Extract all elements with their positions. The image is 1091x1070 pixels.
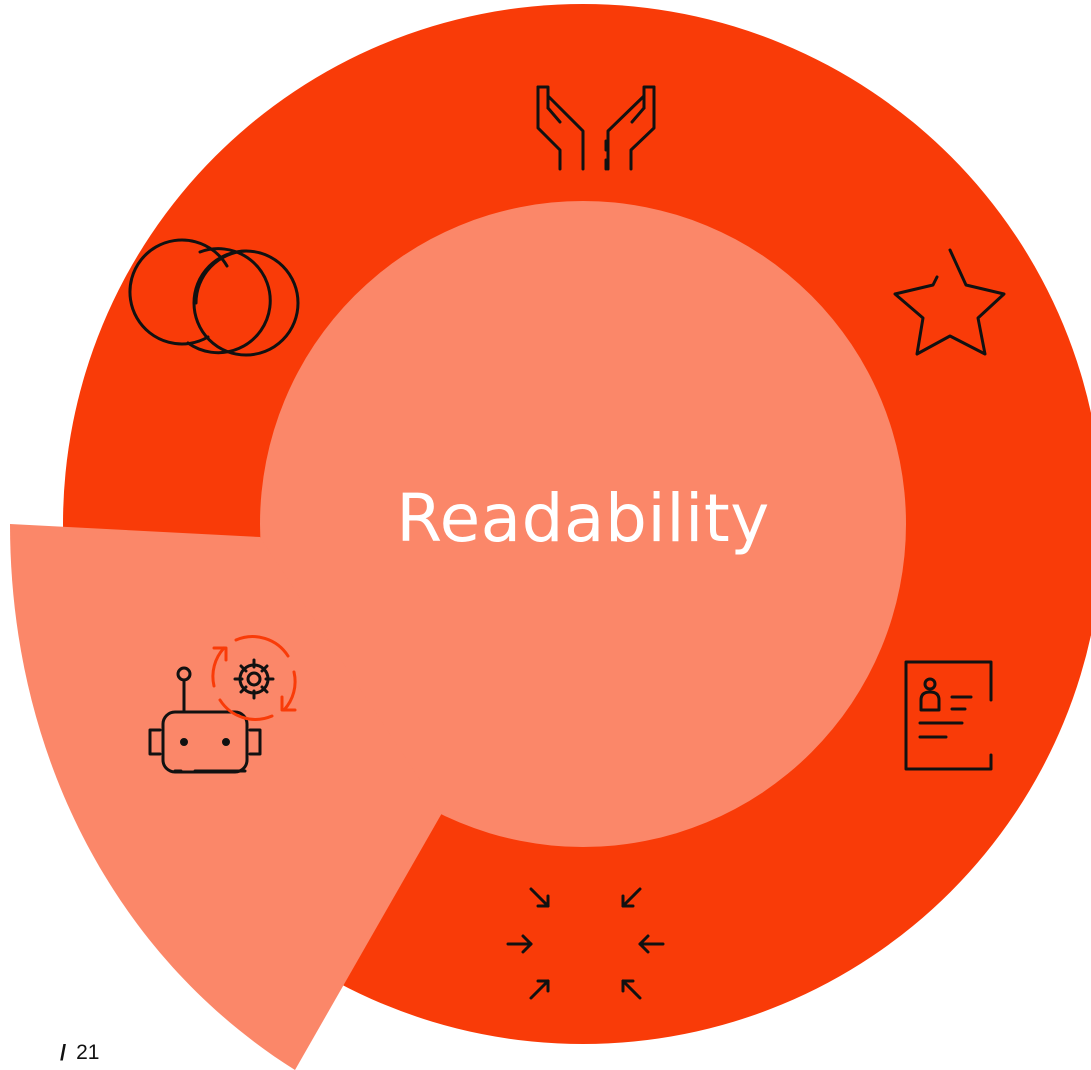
arrows-converge-icon	[506, 887, 665, 1000]
profile-document-icon	[904, 660, 993, 771]
slash-icon: /	[60, 1040, 67, 1065]
highlighted-segment	[10, 524, 442, 1070]
robot-automation-icon	[148, 635, 297, 774]
page-number: / 21	[60, 1040, 99, 1066]
star-icon	[893, 248, 1006, 356]
inner-circle	[260, 201, 906, 847]
hands-icon	[536, 85, 656, 171]
center-title: Readability	[396, 480, 770, 557]
overlapping-circles-icon	[128, 238, 300, 357]
page-number-value: 21	[76, 1041, 100, 1064]
